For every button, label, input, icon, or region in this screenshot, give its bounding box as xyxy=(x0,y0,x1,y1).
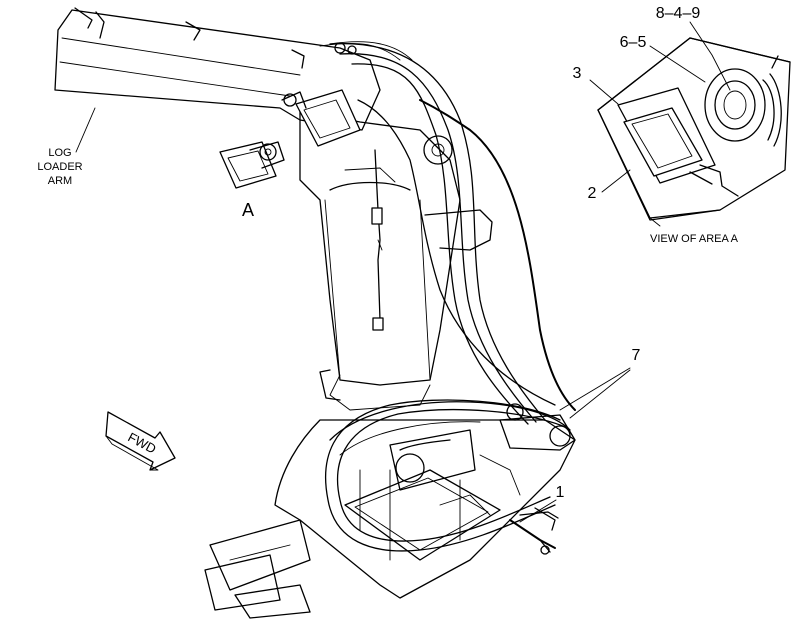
loader-tower xyxy=(299,109,493,411)
callout-8-4-9: 8–4–9 xyxy=(656,5,701,22)
log-loader-arm-label: LOG LOADER ARM xyxy=(37,107,96,187)
log-label-line1: LOG xyxy=(48,147,71,159)
callouts: 8–4–9 6–5 3 2 7 1 xyxy=(519,5,731,523)
log-label-line2: LOADER xyxy=(37,161,82,173)
hydraulic-hoses xyxy=(329,43,576,425)
hose-loop xyxy=(324,399,569,555)
view-caption: VIEW OF AREA A xyxy=(650,233,739,245)
callout-7: 7 xyxy=(632,347,641,364)
area-a-label: A xyxy=(242,200,254,220)
work-light-a xyxy=(219,141,285,189)
work-light-b xyxy=(281,89,361,147)
fwd-arrow-icon: FWD xyxy=(105,411,176,471)
log-label-line3: ARM xyxy=(48,175,72,187)
callout-3: 3 xyxy=(573,65,582,82)
callout-2: 2 xyxy=(588,185,597,202)
callout-6-5: 6–5 xyxy=(620,34,647,51)
log-loader-arm xyxy=(54,7,413,131)
base-frame xyxy=(204,401,576,619)
detail-view-area-a: VIEW OF AREA A xyxy=(597,37,791,245)
callout-1: 1 xyxy=(556,484,565,501)
hanging-wire xyxy=(371,149,384,331)
